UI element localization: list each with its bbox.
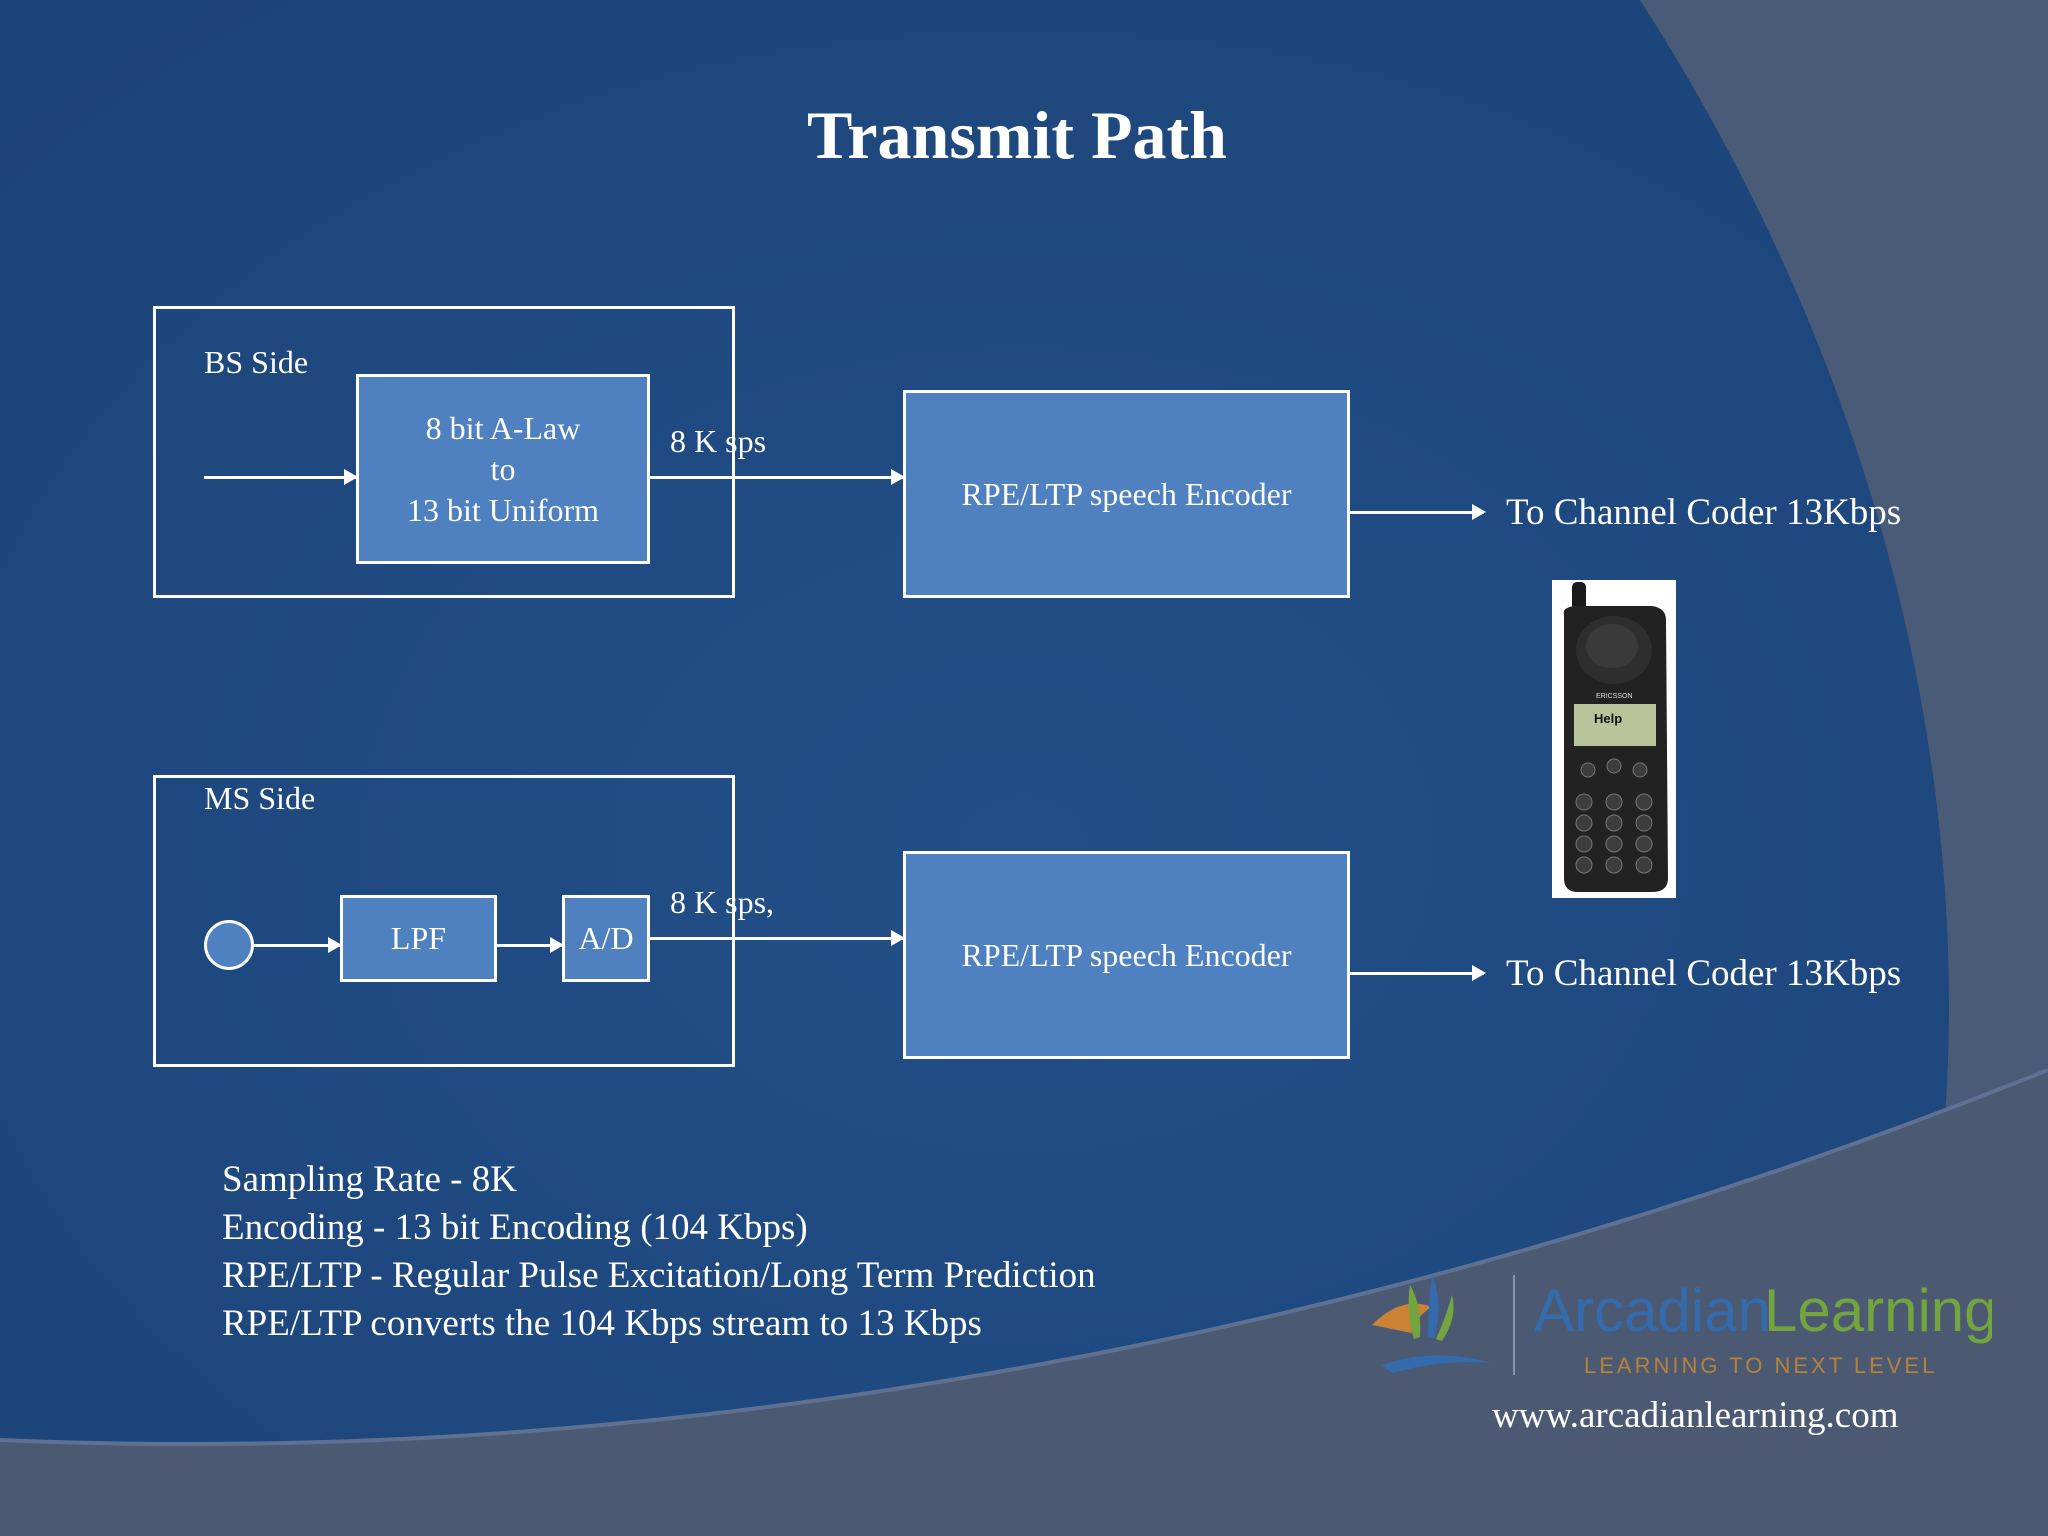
logo-brand-part1: Arcadian: [1534, 1277, 1771, 1344]
bs-side-label: BS Side: [204, 344, 309, 380]
arcadian-learning-logo: Arcadian Learning LEARNING TO NEXT LEVEL: [1372, 1275, 1992, 1378]
bs-output-label: To Channel Coder 13Kbps: [1506, 492, 1902, 533]
phone-screen-text: Help: [1594, 711, 1622, 726]
decorative-swoosh-bottom: [0, 1070, 2048, 1536]
bs-rate-label: 8 K sps: [670, 423, 767, 459]
notes-list: Sampling Rate - 8K Encoding - 13 bit Enc…: [222, 1156, 1096, 1348]
note-line-3: RPE/LTP - Regular Pulse Excitation/Long …: [222, 1255, 1096, 1296]
converter-line-2: to: [490, 450, 516, 487]
ms-output-label: To Channel Coder 13Kbps: [1506, 953, 1902, 994]
note-line-4: RPE/LTP converts the 104 Kbps stream to …: [222, 1303, 982, 1344]
mobile-phone-image: ERICSSON Help: [1552, 580, 1676, 898]
lpf-to-ad-arrow: [497, 937, 564, 953]
bs-side-frame: [153, 306, 735, 598]
alaw-converter-block: 8 bit A-Law to 13 bit Uniform: [356, 374, 650, 564]
ms-side-label: MS Side: [204, 780, 316, 816]
lpf-block: LPF: [340, 895, 497, 982]
ms-rate-label: 8 K sps,: [670, 884, 775, 920]
ad-block: A/D: [562, 895, 650, 982]
bs-to-encoder-arrow: [650, 469, 905, 485]
note-line-1: Sampling Rate - 8K: [222, 1159, 517, 1200]
bs-encoder-block: RPE/LTP speech Encoder: [903, 390, 1350, 598]
bs-output-arrow: [1350, 504, 1486, 520]
ms-side-frame: [153, 775, 735, 1067]
note-line-2: Encoding - 13 bit Encoding (104 Kbps): [222, 1207, 808, 1248]
bs-input-arrow: [204, 469, 358, 485]
converter-line-1: 8 bit A-Law: [425, 409, 581, 446]
microphone-icon: [204, 920, 254, 970]
phone-brand-text: ERICSSON: [1596, 693, 1633, 700]
slide-title: Transmit Path: [807, 97, 1227, 173]
logo-tagline: LEARNING TO NEXT LEVEL: [1584, 1353, 1937, 1378]
logo-brand-part2: Learning: [1764, 1277, 1992, 1344]
converter-line-3: 13 bit Uniform: [407, 491, 599, 528]
ms-output-arrow: [1350, 965, 1486, 981]
mic-to-lpf-arrow: [254, 937, 342, 953]
ms-encoder-block: RPE/LTP speech Encoder: [903, 851, 1350, 1059]
website-url: www.arcadianlearning.com: [1492, 1395, 1899, 1436]
ms-to-encoder-arrow: [650, 930, 905, 946]
